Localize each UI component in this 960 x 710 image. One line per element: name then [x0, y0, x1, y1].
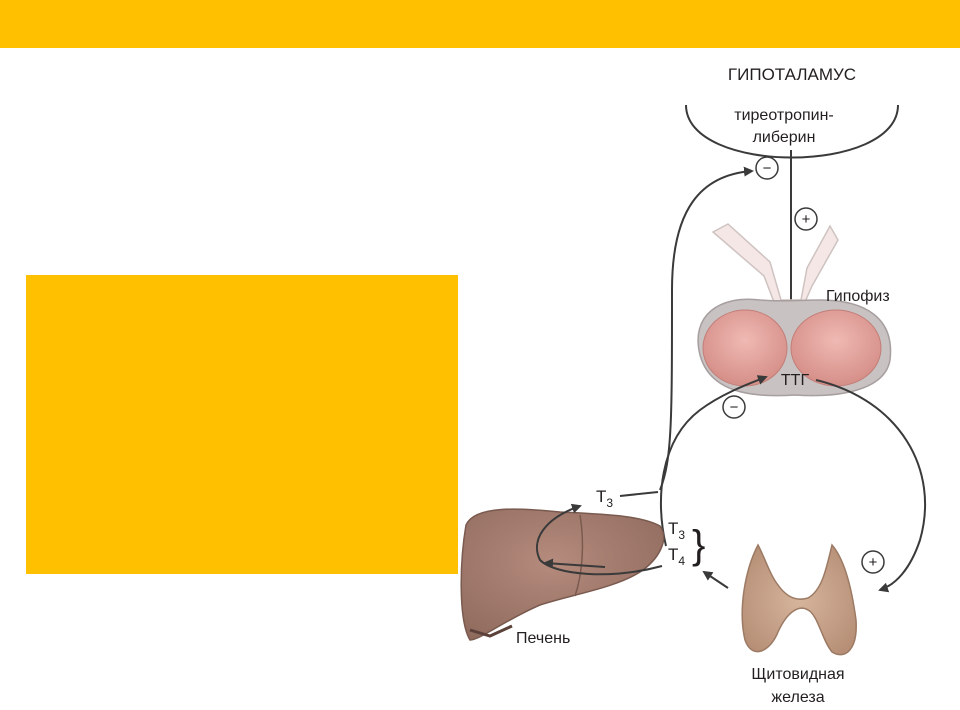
t3-liver-label: T3 [596, 487, 613, 510]
plus-sign-trh-icon [794, 207, 818, 231]
t3-t4-brace: } [692, 523, 705, 567]
plus-sign-tsh-icon [861, 550, 885, 574]
liver-t4-to-t3-arrow [535, 503, 663, 576]
minus-sign-pituitary-text: − [730, 399, 739, 416]
top-accent-bar [0, 0, 960, 48]
t3-t4-feedback-pituitary-arrow [659, 375, 768, 547]
plus-sign-trh-text: + [802, 211, 811, 228]
trh-label-line2: либерин [753, 129, 816, 146]
t4-into-liver-arrow [543, 558, 606, 569]
t4-thyroid-label: T4 [668, 545, 685, 568]
pituitary-stalk [711, 223, 839, 303]
thyroid-label-line1: Щитовидная [751, 666, 844, 683]
plus-sign-tsh-text: + [869, 554, 878, 571]
minus-sign-hypothalamus-icon [755, 156, 779, 180]
yellow-panel [26, 275, 458, 574]
liver-lobe-line [574, 514, 584, 597]
thyroid-gland [741, 543, 857, 656]
t3-connector-line [619, 491, 659, 497]
pituitary-anterior-lobe [702, 309, 788, 387]
thyroid-to-hormones-arrow [702, 570, 729, 589]
trh-label-line1: тиреотропин- [734, 107, 834, 124]
tsh-label: ТТГ [781, 372, 810, 389]
liver-shape [460, 508, 665, 641]
liver-label: Печень [516, 630, 570, 647]
t3-thyroid-label: T3 [668, 519, 685, 542]
hypothalamus-title: ГИПОТАЛАМУС [728, 65, 856, 84]
tsh-to-thyroid-arrow [815, 379, 927, 593]
minus-sign-hypothalamus-text: − [763, 160, 772, 177]
thyroid-label-line2: железа [771, 689, 824, 706]
minus-sign-pituitary-icon [722, 395, 746, 419]
liver-shadow [469, 624, 513, 638]
pituitary-label: Гипофиз [826, 288, 890, 305]
